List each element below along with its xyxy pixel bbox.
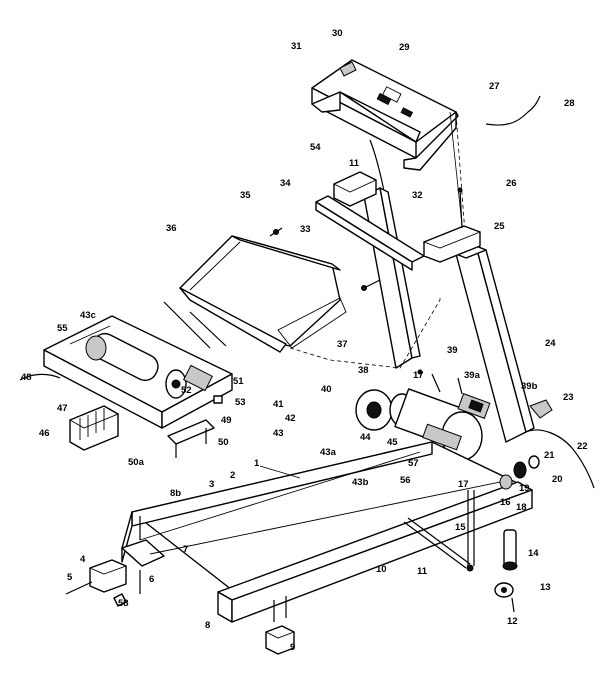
callout-c14: 14 bbox=[528, 548, 539, 559]
motor-cover bbox=[179, 235, 347, 353]
callout-c49: 49 bbox=[221, 415, 232, 426]
callout-c18: 18 bbox=[516, 502, 527, 513]
callout-c39: 39 bbox=[447, 345, 458, 356]
callout-c4: 4 bbox=[80, 554, 86, 565]
callout-c31: 31 bbox=[291, 41, 302, 52]
callout-c50a: 50a bbox=[128, 457, 145, 468]
callout-c17a: 17 bbox=[413, 370, 424, 381]
callout-c11b: 11 bbox=[417, 566, 428, 577]
foot-cap bbox=[529, 399, 553, 419]
callout-c22: 22 bbox=[577, 441, 588, 452]
callout-c56: 56 bbox=[400, 475, 411, 486]
incline-wheel bbox=[494, 529, 518, 613]
callout-c13: 13 bbox=[540, 582, 551, 593]
callout-c39a: 39a bbox=[464, 370, 481, 381]
callout-c1: 1 bbox=[254, 458, 260, 469]
callout-c8b: 8b bbox=[170, 488, 181, 499]
deck-frame bbox=[121, 441, 533, 623]
callout-c43a: 43a bbox=[320, 447, 337, 458]
callout-c9: 9 bbox=[290, 642, 295, 653]
callout-c8: 8 bbox=[205, 620, 210, 631]
callout-c5: 5 bbox=[67, 572, 73, 583]
callout-c21: 21 bbox=[544, 450, 555, 461]
callout-c44: 44 bbox=[360, 432, 371, 443]
callout-c35: 35 bbox=[240, 190, 251, 201]
callout-c46: 46 bbox=[39, 428, 50, 439]
callout-c54: 54 bbox=[310, 142, 321, 153]
callout-c47: 47 bbox=[57, 403, 68, 414]
front-endcap bbox=[65, 559, 128, 607]
callout-c43b: 43b bbox=[352, 477, 369, 488]
callout-c48: 48 bbox=[21, 372, 32, 383]
callout-c39b: 39b bbox=[521, 381, 538, 392]
callout-c3: 3 bbox=[209, 479, 214, 490]
callout-c29: 29 bbox=[399, 42, 410, 53]
callout-c45: 45 bbox=[387, 437, 398, 448]
drive-assembly bbox=[355, 388, 491, 461]
callout-c27: 27 bbox=[489, 81, 500, 92]
callout-c2: 2 bbox=[230, 470, 235, 481]
callout-c25: 25 bbox=[494, 221, 505, 232]
callout-c24: 24 bbox=[545, 338, 556, 349]
mount-bracket bbox=[167, 419, 215, 445]
callout-c15: 15 bbox=[455, 522, 466, 533]
callout-c26: 26 bbox=[506, 178, 517, 189]
wire-harness bbox=[485, 95, 541, 126]
callout-c42: 42 bbox=[285, 413, 296, 424]
callout-c33: 33 bbox=[300, 224, 311, 235]
callout-c7: 7 bbox=[183, 544, 188, 555]
callout-c53: 53 bbox=[235, 397, 246, 408]
callout-c52: 52 bbox=[181, 385, 192, 396]
callout-c32: 32 bbox=[412, 190, 423, 201]
callout-c50: 50 bbox=[218, 437, 229, 448]
left-upright bbox=[363, 187, 421, 369]
callout-c11a: 11 bbox=[349, 158, 360, 169]
callout-c51: 51 bbox=[233, 376, 244, 387]
callout-c16: 16 bbox=[500, 497, 511, 508]
controller-board bbox=[68, 405, 120, 451]
callout-c20: 20 bbox=[552, 474, 563, 485]
callout-c17b: 17 bbox=[458, 479, 469, 490]
callout-c38: 38 bbox=[358, 365, 369, 376]
callout-c40: 40 bbox=[321, 384, 332, 395]
callout-c57: 57 bbox=[408, 458, 419, 469]
callout-c58: 58 bbox=[118, 598, 129, 609]
callout-c43: 43 bbox=[273, 428, 284, 439]
console-frame bbox=[311, 59, 471, 301]
callout-c30: 30 bbox=[332, 28, 343, 39]
callout-c28: 28 bbox=[564, 98, 575, 109]
callout-c6: 6 bbox=[149, 574, 154, 585]
callout-c34: 34 bbox=[280, 178, 291, 189]
callout-c19: 19 bbox=[519, 483, 530, 494]
callout-c55: 55 bbox=[57, 323, 68, 334]
callout-c23: 23 bbox=[563, 392, 574, 403]
rear-foot bbox=[264, 596, 296, 655]
callout-c12: 12 bbox=[507, 616, 518, 627]
callout-c37: 37 bbox=[337, 339, 348, 350]
motor-tray bbox=[43, 315, 233, 429]
callout-c41: 41 bbox=[273, 399, 284, 410]
callout-c10: 10 bbox=[376, 564, 387, 575]
callout-c36: 36 bbox=[166, 223, 177, 234]
callout-c43c: 43c bbox=[80, 310, 96, 321]
